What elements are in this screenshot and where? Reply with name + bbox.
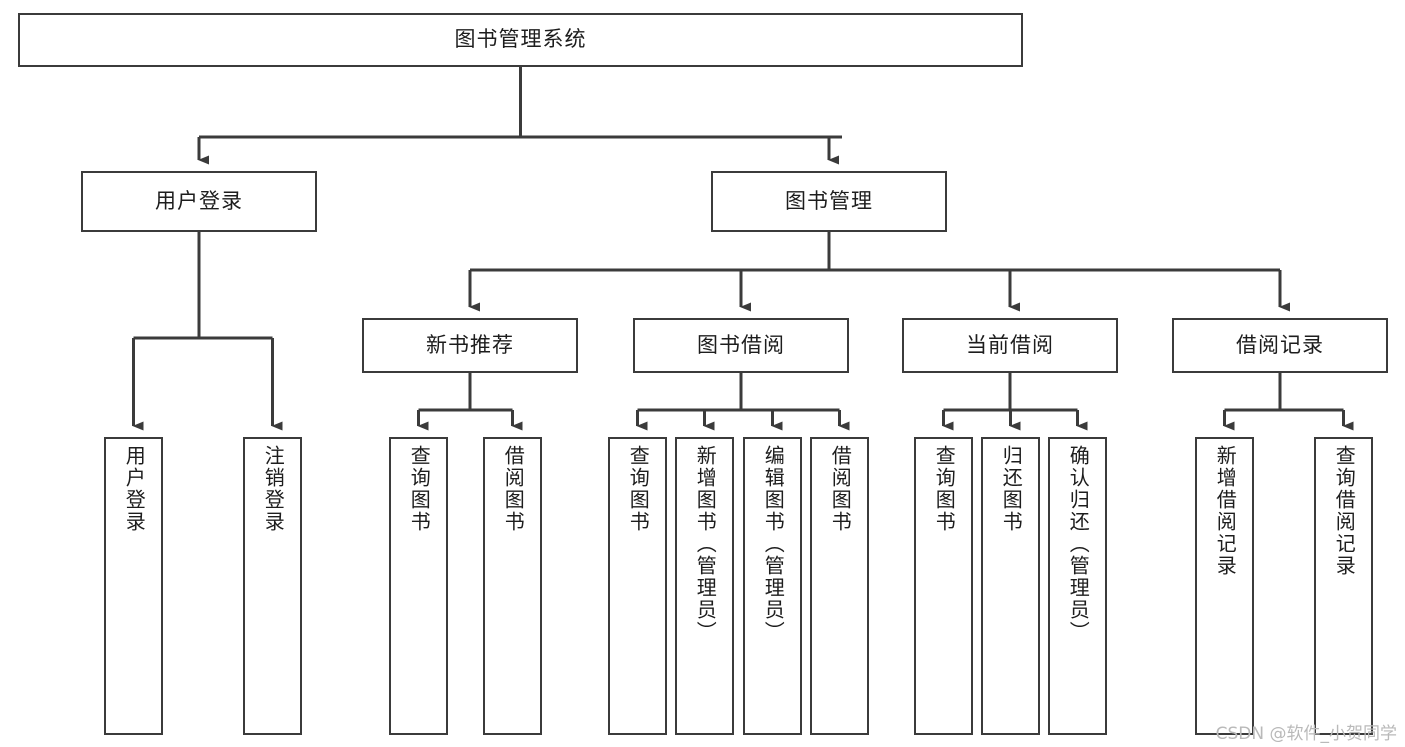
node-leaf-borrow-book-recommend[interactable]: 借阅图书 (483, 437, 542, 735)
node-user-login-label: 用户登录 (155, 188, 243, 213)
node-root-system[interactable]: 图书管理系统 (18, 13, 1023, 67)
csdn-watermark: CSDN @软件_小贺同学 (1215, 724, 1397, 744)
node-new-book-recommend[interactable]: 新书推荐 (362, 318, 578, 373)
node-book-management[interactable]: 图书管理 (711, 171, 947, 232)
node-user-login[interactable]: 用户登录 (81, 171, 317, 232)
node-leaf-confirm-return-admin[interactable]: 确认归还（管理员） (1048, 437, 1107, 735)
node-leaf-label: 借阅图书 (828, 445, 853, 533)
node-leaf-query-book-borrow[interactable]: 查询图书 (608, 437, 667, 735)
node-new-book-recommend-label: 新书推荐 (426, 332, 514, 357)
node-leaf-logout[interactable]: 注销登录 (243, 437, 302, 735)
node-current-borrow[interactable]: 当前借阅 (902, 318, 1118, 373)
node-leaf-label: 确认归还（管理员） (1066, 445, 1091, 643)
node-leaf-label: 查询图书 (407, 445, 432, 533)
node-leaf-label: 查询借阅记录 (1332, 445, 1357, 577)
node-leaf-add-book-admin[interactable]: 新增图书（管理员） (675, 437, 734, 735)
node-leaf-query-book-recommend[interactable]: 查询图书 (389, 437, 448, 735)
node-leaf-borrow-book[interactable]: 借阅图书 (810, 437, 869, 735)
node-leaf-query-book-current[interactable]: 查询图书 (914, 437, 973, 735)
node-leaf-label: 借阅图书 (501, 445, 526, 533)
node-leaf-query-borrow-record[interactable]: 查询借阅记录 (1314, 437, 1373, 735)
node-borrow-record-label: 借阅记录 (1236, 332, 1324, 357)
node-book-borrow[interactable]: 图书借阅 (633, 318, 849, 373)
node-book-management-label: 图书管理 (785, 188, 873, 213)
node-leaf-edit-book-admin[interactable]: 编辑图书（管理员） (743, 437, 802, 735)
node-root-label: 图书管理系统 (454, 27, 587, 52)
node-leaf-add-borrow-record[interactable]: 新增借阅记录 (1195, 437, 1254, 735)
node-leaf-label: 注销登录 (261, 445, 286, 533)
node-leaf-user-login[interactable]: 用户登录 (104, 437, 163, 735)
node-leaf-label: 查询图书 (932, 445, 957, 533)
node-leaf-return-book[interactable]: 归还图书 (981, 437, 1040, 735)
node-book-borrow-label: 图书借阅 (697, 332, 785, 357)
node-borrow-record[interactable]: 借阅记录 (1172, 318, 1388, 373)
node-leaf-label: 归还图书 (999, 445, 1024, 533)
node-current-borrow-label: 当前借阅 (966, 332, 1054, 357)
node-leaf-label: 用户登录 (122, 445, 147, 533)
node-leaf-label: 编辑图书（管理员） (761, 445, 786, 643)
node-leaf-label: 新增借阅记录 (1213, 445, 1238, 577)
node-leaf-label: 查询图书 (626, 445, 651, 533)
node-leaf-label: 新增图书（管理员） (693, 445, 718, 643)
